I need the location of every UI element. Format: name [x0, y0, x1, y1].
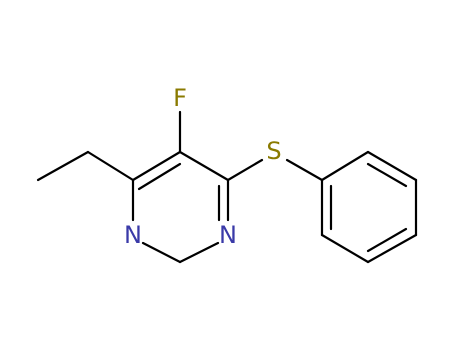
bond-ph-5-6	[320, 233, 370, 264]
bond-ring-c5-c4	[178, 150, 230, 182]
bond-ph-4-5	[366, 233, 418, 264]
bond-ph-1-2	[320, 150, 370, 182]
bond-c4-s	[226, 158, 264, 182]
bond-ethyl-c2-ring	[86, 150, 135, 182]
bond-ring-n3-c2	[178, 241, 220, 264]
bond-ring-c6-c5-inner	[137, 162, 182, 191]
atom-nitrogen-left: N	[124, 221, 142, 249]
bond-s-phenyl	[285, 158, 324, 182]
bond-ring-c6-c5	[131, 150, 182, 182]
atom-nitrogen-right: N	[219, 221, 237, 249]
bond-ring-c2-n1	[141, 241, 182, 264]
bond-ph-inner-a	[366, 162, 408, 188]
bond-ph-2-3	[366, 150, 418, 182]
bond-ethyl-c1-c2	[36, 150, 90, 182]
atom-fluorine: F	[173, 84, 187, 112]
bond-ph-inner-b	[366, 227, 408, 253]
atom-sulfur: S	[266, 137, 281, 165]
